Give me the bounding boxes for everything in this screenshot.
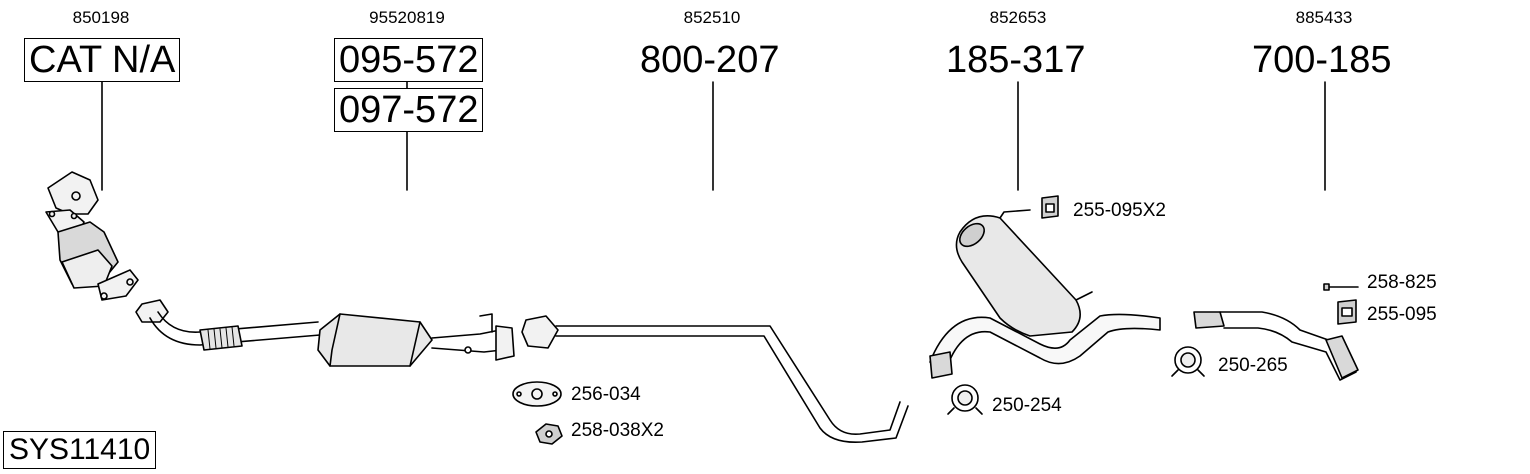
middle-silencer-drawing: [929, 209, 1161, 379]
front-pipe-drawing: [135, 299, 515, 367]
accessory-label-clamp-2[interactable]: 250-265: [1218, 355, 1288, 376]
accessory-label-clamp-1[interactable]: 250-254: [992, 395, 1062, 416]
ref-number-catalyst: 850198: [72, 8, 130, 27]
part-label-middle-silencer[interactable]: 185-317: [946, 39, 1086, 81]
ref-number-middle-pipe: 852510: [683, 8, 741, 27]
middle-pipe-drawing: [521, 315, 909, 444]
clamp-2-drawing: [1171, 346, 1205, 377]
rubber-mount-1-drawing: [1041, 195, 1059, 219]
system-code-label: SYS11410: [3, 431, 157, 469]
accessory-label-bolt[interactable]: 258-825: [1367, 272, 1437, 293]
bolt-drawing: [1323, 283, 1359, 291]
ref-number-tail-pipe: 885433: [1295, 8, 1353, 27]
gasket-drawing: [512, 381, 562, 407]
accessory-label-rubber-mount-2[interactable]: 255-095: [1367, 304, 1437, 325]
accessory-label-rubber-mount-1[interactable]: 255-095X2: [1073, 200, 1166, 221]
catalytic-converter-drawing: [45, 171, 139, 301]
part-label-tail-pipe[interactable]: 700-185: [1252, 39, 1392, 81]
rubber-mount-2-drawing: [1337, 299, 1357, 325]
tail-pipe-drawing: [1193, 311, 1359, 381]
part-label-front-pipe-2[interactable]: 097-572: [334, 88, 484, 132]
ref-number-front-pipe: 95520819: [369, 8, 445, 27]
accessory-label-nut[interactable]: 258-038X2: [571, 420, 664, 441]
clamp-1-drawing: [947, 384, 983, 415]
part-label-middle-pipe[interactable]: 800-207: [640, 39, 780, 81]
part-label-front-pipe-1[interactable]: 095-572: [334, 38, 484, 82]
accessory-label-gasket[interactable]: 256-034: [571, 384, 641, 405]
nut-drawing: [535, 423, 563, 445]
ref-number-middle-silencer: 852653: [989, 8, 1047, 27]
part-label-catalyst[interactable]: CAT N/A: [24, 38, 181, 82]
